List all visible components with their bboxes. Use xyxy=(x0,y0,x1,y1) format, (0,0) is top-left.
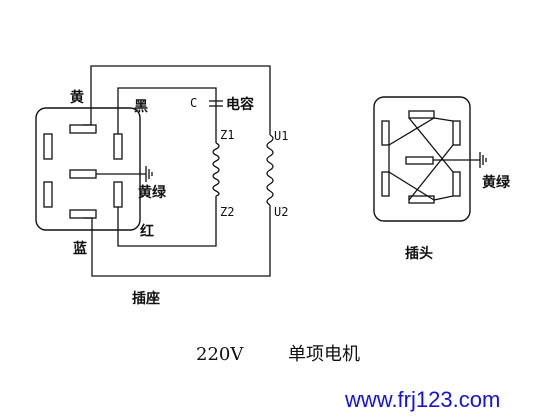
plug-slot-right-upper xyxy=(452,120,461,146)
plug-slot-left-upper xyxy=(381,120,390,146)
capacitor-symbol xyxy=(209,100,223,107)
terminal-z1: Z1 xyxy=(220,128,234,142)
plug-ground-symbol xyxy=(479,152,487,168)
socket: 黄 黑 黄绿 红 蓝 插座 xyxy=(35,89,167,307)
plug: 黄绿 插头 xyxy=(373,96,511,262)
terminal-u2: U2 xyxy=(274,205,288,219)
socket-ground-symbol xyxy=(145,166,153,182)
plug-slot-right-lower xyxy=(452,171,461,197)
socket-slot-left-upper xyxy=(43,133,53,160)
socket-slot-left-lower xyxy=(43,181,53,208)
wiring: C 电容 Z1 Z2 U1 U2 xyxy=(83,65,288,277)
plug-slot-top xyxy=(408,110,435,119)
socket-slot-bottom xyxy=(69,209,97,219)
terminal-u1: U1 xyxy=(274,129,288,143)
wire-outer-loop xyxy=(83,65,271,277)
capacitor-label: C xyxy=(190,96,197,110)
socket-label-yellow: 黄 xyxy=(70,89,84,106)
socket-title: 插座 xyxy=(132,290,160,307)
watermark: www.frj123.com xyxy=(344,387,500,412)
terminal-z2: Z2 xyxy=(220,205,234,219)
plug-title: 插头 xyxy=(405,245,433,262)
socket-slot-right-lower xyxy=(113,181,123,208)
caption-description: 单项电机 xyxy=(288,344,360,365)
socket-body xyxy=(35,107,141,231)
plug-ground-label: 黄绿 xyxy=(482,174,511,191)
socket-label-red: 红 xyxy=(140,223,154,240)
socket-label-black: 黑 xyxy=(134,99,148,115)
plug-cross-wiring xyxy=(388,117,454,201)
caption-voltage: 220V xyxy=(196,344,244,365)
plug-slot-left-lower xyxy=(381,171,390,197)
coil-z xyxy=(212,142,220,197)
socket-slot-top xyxy=(69,124,97,134)
coil-u xyxy=(266,134,274,206)
plug-slot-center xyxy=(405,156,434,165)
plug-body xyxy=(373,96,471,222)
socket-slot-ground xyxy=(69,169,97,179)
socket-label-blue: 蓝 xyxy=(73,240,87,257)
capacitor-name: 电容 xyxy=(226,96,254,113)
socket-label-yellow-green: 黄绿 xyxy=(138,184,167,201)
socket-slot-right-upper xyxy=(113,133,123,160)
wire-inner-loop xyxy=(117,87,217,247)
